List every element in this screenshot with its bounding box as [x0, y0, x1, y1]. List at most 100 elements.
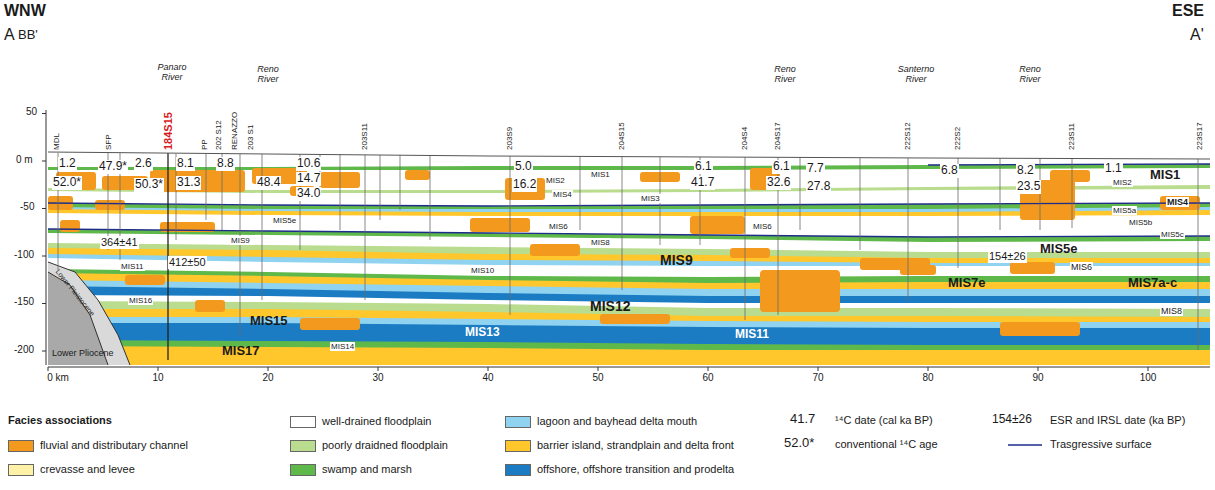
lower-pleistocene-strip: [48, 262, 130, 365]
legend-swatch: [8, 464, 34, 476]
legend-sample: 154±26: [992, 413, 1032, 427]
floodplain-band: [48, 233, 1210, 365]
mis-label: MIS6: [548, 222, 569, 231]
mis-label: MIS5e: [272, 216, 297, 225]
river-name: Reno River: [767, 64, 803, 85]
mis-label: MIS6: [752, 222, 773, 231]
distance-tick-label: 50: [592, 372, 603, 384]
mis-label: MIS8: [1160, 306, 1183, 316]
barrier-band: [48, 309, 1210, 365]
mis-label: MIS15: [250, 314, 288, 329]
mis-label: MIS17: [222, 344, 260, 359]
lagoon-band: [48, 317, 1210, 365]
legend-text: poorly draidned floodplain: [322, 439, 448, 452]
mis-label: MIS3: [640, 194, 661, 203]
offshore-band: [48, 286, 1210, 365]
channel-body: [505, 178, 545, 200]
radiocarbon-date: 6.1: [694, 160, 713, 174]
river-name: Santerno River: [893, 64, 939, 85]
channel-body: [1010, 262, 1055, 274]
orientation-label: WNW: [4, 2, 46, 20]
section-end-label: BB': [18, 28, 38, 43]
channel-body: [900, 265, 936, 275]
orientation-label: ESE: [1172, 2, 1204, 20]
mis-label: MIS1: [1150, 168, 1180, 183]
radiocarbon-date: 14.7: [296, 172, 321, 186]
legend-swatch: [8, 440, 34, 452]
radiocarbon-date: 50.3*: [134, 178, 164, 192]
mis-label: MIS4: [1166, 197, 1189, 207]
borehole-id: 203 S1: [246, 125, 255, 150]
distance-tick-label: 100: [1140, 372, 1157, 384]
legend-text: barrier island, strandplain and delta fr…: [537, 439, 734, 452]
esr-date: 154±26: [988, 250, 1027, 263]
lagoon-band: [48, 207, 1210, 365]
borehole-lines: [58, 153, 1198, 350]
mis-label: MIS16: [128, 296, 153, 305]
radiocarbon-date: 2.6: [134, 157, 153, 171]
mis-label: MIS2: [1112, 178, 1133, 187]
mis-label: MIS4: [552, 190, 573, 199]
radiocarbon-date: 8.1: [176, 157, 195, 171]
legend-line-sample: [1008, 444, 1042, 446]
borehole-id: PP: [200, 139, 209, 150]
channel-body: [600, 314, 670, 324]
river-name: Reno River: [250, 64, 286, 85]
mis-label: MIS9: [230, 236, 251, 245]
legend-swatch: [505, 464, 531, 476]
legend-text: ¹⁴C date (cal ka BP): [835, 414, 933, 427]
legend-swatch: [290, 464, 316, 476]
river-name: Reno River: [1012, 64, 1048, 85]
distance-tick-label: 30: [372, 372, 383, 384]
radiocarbon-date: 8.2: [1016, 164, 1035, 178]
distance-tick-label: 40: [482, 372, 493, 384]
channel-body: [95, 200, 125, 210]
legend-title: Facies associations: [8, 414, 112, 427]
legend-text: swamp and marsh: [322, 463, 412, 476]
mis-label: MIS7e: [948, 276, 986, 291]
bedrock: [48, 262, 130, 365]
facies-bands: [48, 152, 1210, 365]
distance-tick-label: 70: [812, 372, 823, 384]
swamp-band: [48, 269, 1210, 365]
channel-body: [60, 220, 80, 232]
channel-body: [125, 275, 165, 285]
axes: [42, 110, 1210, 371]
distance-tick-label: 0 km: [47, 372, 69, 384]
borehole-id: 223S17: [1195, 122, 1204, 150]
barrier-band: [48, 273, 1210, 365]
section-end-label: A': [1190, 26, 1204, 44]
channel-body: [405, 170, 430, 180]
borehole-id: 222S12: [903, 122, 912, 150]
mis-label: MIS5a: [1112, 206, 1137, 215]
distance-tick-label: 80: [922, 372, 933, 384]
radiocarbon-date: 10.6: [296, 157, 321, 171]
radiocarbon-date: 6.1: [772, 160, 791, 174]
radiocarbon-date: 34.0: [296, 187, 321, 201]
legend-swatch: [290, 416, 316, 428]
mis-label: MIS8: [590, 238, 611, 247]
mis-label: MIS5b: [1128, 218, 1153, 227]
floodplain-band: [48, 213, 1210, 365]
radiocarbon-date: 47.9*: [98, 160, 128, 174]
unit-label: Lower Pliocene: [52, 348, 114, 358]
transgressive-surface: [928, 164, 1210, 165]
borehole-id: MDL: [52, 133, 61, 150]
lagoon-band: [48, 254, 1210, 365]
distance-tick-label: 10: [152, 372, 163, 384]
radiocarbon-date: 16.2: [512, 178, 537, 192]
mis-label: MIS5c: [1160, 230, 1185, 239]
mis-label: MIS9: [660, 252, 693, 268]
depth-tick-label: -50: [20, 201, 34, 213]
legend-text: well-drained floodplain: [322, 415, 431, 428]
legend-text: conventional ¹⁴C age: [835, 438, 938, 451]
unconformity-line: [48, 262, 130, 365]
channel-body: [470, 218, 530, 232]
offshore-band: [48, 323, 1210, 365]
mis-label: MIS12: [590, 298, 630, 314]
mis-label: MIS14: [330, 342, 355, 351]
borehole-id: 203S9: [505, 127, 514, 150]
channel-body: [730, 248, 770, 258]
channel-body: [195, 300, 225, 312]
